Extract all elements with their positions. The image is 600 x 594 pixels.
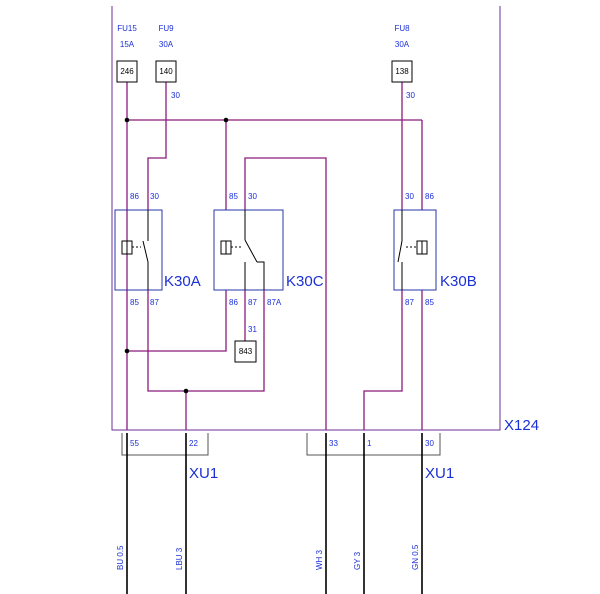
connector-pin-1: 1: [367, 439, 372, 448]
wire-label-bu: BU 0.5: [116, 545, 125, 570]
relay-k30a-pin-85: 85: [130, 298, 139, 307]
ground-box: [234, 340, 257, 363]
fuse-fu8-name: FU8: [394, 24, 410, 33]
relay-k30c-pin-87: 87: [248, 298, 257, 307]
relay-k30a-pin-87: 87: [150, 298, 159, 307]
connector-pin-30: 30: [425, 439, 434, 448]
relay-k30b-pin-85: 85: [425, 298, 434, 307]
wire-label-gy: GY 3: [353, 551, 362, 570]
relay-k30b-pin-30: 30: [405, 192, 414, 201]
fuse-fu8-pin: 30: [406, 91, 415, 100]
fuse-fu9-box-label: 140: [159, 67, 173, 76]
relay-k30c-pin-30: 30: [248, 192, 257, 201]
connector-pin-55: 55: [130, 439, 139, 448]
fuse-fu9-box: [155, 60, 177, 83]
fuse-fu15-name: FU15: [117, 24, 137, 33]
fuse-fu8-rating: 30A: [395, 40, 410, 49]
x124-label: X124: [504, 417, 539, 434]
fuse-fu9-name: FU9: [158, 24, 174, 33]
relay-k30b-pin-86: 86: [425, 192, 434, 201]
relay-k30a-box: [114, 209, 163, 291]
connector-xu1-right-bracket: [306, 433, 441, 456]
junction-dot: [183, 388, 189, 394]
relay-k30c-pin-86: 86: [229, 298, 238, 307]
wire-group: [126, 82, 423, 430]
fuse-fu9: FU9 30A 140 30: [155, 24, 180, 100]
fuse-fu9-rating: 30A: [159, 40, 174, 49]
connector-xu1-right-label: XU1: [425, 465, 454, 482]
wire-label-wh: WH 3: [315, 549, 324, 570]
relay-k30b-contact-arm: [397, 240, 403, 263]
relay-k30a-pin-30: 30: [150, 192, 159, 201]
fuse-fu15-box-label: 246: [120, 67, 134, 76]
connector-pin-22: 22: [189, 439, 198, 448]
relay-k30c: 85 30 86 87 87A K30C: [213, 192, 324, 307]
relay-k30c-box: [213, 209, 284, 291]
relay-k30c-pin-85: 85: [229, 192, 238, 201]
relay-k30b-pin-87: 87: [405, 298, 414, 307]
wire-wh: [244, 157, 327, 430]
relay-k30c-no-stub: [257, 261, 265, 290]
wire-k30c-86: [127, 290, 227, 352]
connector-pin-33: 33: [329, 439, 338, 448]
ground-843: 31 843: [234, 325, 257, 363]
fuse-fu9-pin: 30: [171, 91, 180, 100]
fuse-fu15-rating: 15A: [120, 40, 135, 49]
ground-pin-31: 31: [248, 325, 257, 334]
relay-k30a-name: K30A: [164, 273, 201, 290]
relay-k30a-pin-86: 86: [130, 192, 139, 201]
fuse-fu15: FU15 15A 246: [116, 24, 138, 83]
fuse-fu15-box: [116, 60, 138, 83]
fuse-fu8-box-label: 138: [395, 67, 409, 76]
ground-box-label: 843: [239, 347, 253, 356]
relay-k30b: 30 86 87 85 K30B: [393, 192, 477, 307]
wire-label-gn: GN 0.5: [411, 544, 420, 570]
relay-k30a: 86 30 85 87 K30A: [114, 192, 201, 307]
relay-k30c-pin-87a: 87A: [267, 298, 282, 307]
relay-k30b-box: [393, 209, 437, 291]
relay-k30b-name: K30B: [440, 273, 477, 290]
junction-dot: [223, 117, 229, 123]
connector-xu1-left-bracket: [121, 433, 209, 456]
relay-k30c-contact-arm: [244, 239, 258, 263]
wire-lbu: [147, 290, 265, 392]
junction-dot: [124, 117, 130, 123]
wire-label-lbu: LBU 3: [175, 547, 184, 570]
fuse-fu8-box: [391, 60, 413, 83]
wire-fu9: [147, 82, 167, 210]
relay-k30a-contact-arm: [142, 240, 149, 263]
connector-xu1-left-label: XU1: [189, 465, 218, 482]
output-wires: [126, 433, 423, 594]
wire-gy: [363, 290, 403, 430]
junction-dot: [124, 348, 130, 354]
fuse-fu8: FU8 30A 138 30: [391, 24, 415, 100]
connector-xu1-right: [306, 433, 441, 461]
junction-dots: [124, 117, 229, 394]
relay-k30c-name: K30C: [286, 273, 324, 290]
x124-frame: [111, 6, 501, 431]
